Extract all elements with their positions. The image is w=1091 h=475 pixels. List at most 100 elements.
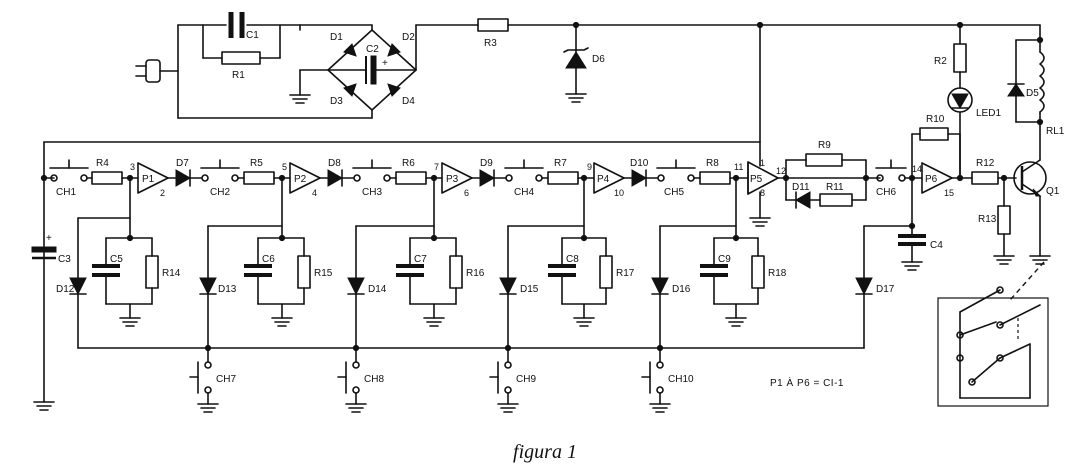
label-d15: D15	[520, 284, 539, 295]
resistor-r14	[145, 255, 159, 289]
pin-2: 2	[160, 188, 165, 198]
label-d2: D2	[402, 32, 415, 43]
pin-1: 1	[760, 158, 765, 168]
gate-p6	[921, 162, 953, 194]
pin-3: 3	[130, 162, 135, 172]
resistor-r15	[297, 255, 311, 289]
resistor-r18	[751, 255, 765, 289]
diode-d8	[327, 169, 344, 187]
diode-d12	[69, 277, 87, 296]
label-ch7: CH7	[216, 374, 236, 385]
junction-dots	[40, 21, 1044, 352]
diode-d13	[199, 277, 217, 296]
ground-icon	[119, 317, 141, 327]
diode-d9	[479, 169, 496, 187]
label-r3: R3	[484, 38, 497, 49]
label-r16: R16	[466, 268, 485, 279]
power-supply: C1 R1 D1 D2 C2 + D3 D4	[135, 12, 1041, 119]
resistor-r8	[699, 171, 731, 185]
ground-icon	[901, 261, 923, 271]
ground-icon	[289, 94, 311, 104]
label-r11: R11	[826, 182, 844, 193]
resistor-r10	[919, 127, 949, 141]
label-d14: D14	[368, 284, 387, 295]
label-r8: R8	[706, 158, 719, 169]
ground-icon	[423, 317, 445, 327]
diode-d11	[794, 191, 811, 209]
pin-8: 8	[760, 188, 765, 198]
gate-p5	[747, 161, 779, 195]
label-ch1: CH1	[56, 187, 76, 198]
pin-10: 10	[614, 188, 624, 198]
pushbutton-ch9	[489, 347, 519, 413]
gate-p3	[441, 162, 473, 194]
ground-icon	[1029, 255, 1051, 265]
label-ch3: CH3	[362, 187, 382, 198]
relay-contacts	[937, 261, 1049, 407]
label-d10: D10	[630, 158, 649, 169]
label-r4: R4	[96, 158, 109, 169]
label-c2: C2	[366, 44, 379, 55]
resistor-r11	[819, 193, 853, 207]
label-d3: D3	[330, 96, 343, 107]
resistor-r12	[971, 171, 999, 185]
label-d13: D13	[218, 284, 237, 295]
plus-c2: +	[382, 58, 388, 69]
resistor-r1	[221, 51, 261, 65]
label-c4: C4	[930, 240, 943, 251]
label-c5: C5	[110, 254, 123, 265]
capacitor-c1	[228, 12, 245, 38]
label-c1: C1	[246, 30, 259, 41]
figure-caption: figura 1	[513, 441, 577, 463]
ground-icon	[993, 255, 1015, 265]
label-ch2: CH2	[210, 187, 230, 198]
resistor-r7	[547, 171, 579, 185]
label-q1: Q1	[1046, 186, 1060, 197]
gate-p4	[593, 162, 625, 194]
gate-p2	[289, 162, 321, 194]
label-d7: D7	[176, 158, 189, 169]
label-ch5: CH5	[664, 187, 684, 198]
capacitor-c3	[31, 246, 57, 260]
label-r10: R10	[926, 114, 945, 125]
mains-plug-icon	[135, 59, 179, 83]
label-r2: R2	[934, 56, 947, 67]
label-p4: P4	[597, 174, 610, 185]
ground-icon	[573, 317, 595, 327]
transistor-q1	[1013, 161, 1047, 195]
label-d17: D17	[876, 284, 895, 295]
diode-d17	[855, 277, 873, 296]
label-ch9: CH9	[516, 374, 536, 385]
label-r5: R5	[250, 158, 263, 169]
label-r13: R13	[978, 214, 997, 225]
pin-6: 6	[464, 188, 469, 198]
pin-7: 7	[434, 162, 439, 172]
resistor-r2	[953, 43, 967, 73]
zener-d6	[565, 51, 587, 69]
label-p3: P3	[446, 174, 459, 185]
resistor-r6	[395, 171, 427, 185]
label-c3: C3	[58, 254, 71, 265]
label-d11: D11	[792, 182, 810, 193]
pushbutton-ch7	[189, 347, 219, 413]
diode-d3	[343, 83, 357, 97]
label-c7: C7	[414, 254, 427, 265]
relay-coil-rl1	[1039, 51, 1045, 113]
label-p1: P1	[142, 174, 155, 185]
label-d4: D4	[402, 96, 415, 107]
resistor-r4	[91, 171, 123, 185]
label-r9: R9	[818, 140, 831, 151]
label-p5: P5	[750, 174, 763, 185]
resistor-r13	[997, 205, 1011, 235]
label-r18: R18	[768, 268, 787, 279]
pin-12: 12	[776, 166, 786, 176]
pin-14: 14	[912, 164, 922, 174]
diode-d16	[651, 277, 669, 296]
pin-11: 11	[734, 162, 743, 172]
label-d16: D16	[672, 284, 691, 295]
label-ch8: CH8	[364, 374, 384, 385]
diode-d14	[347, 277, 365, 296]
chip-note: P1 À P6 = CI-1	[770, 376, 844, 389]
pin-5: 5	[282, 162, 287, 172]
